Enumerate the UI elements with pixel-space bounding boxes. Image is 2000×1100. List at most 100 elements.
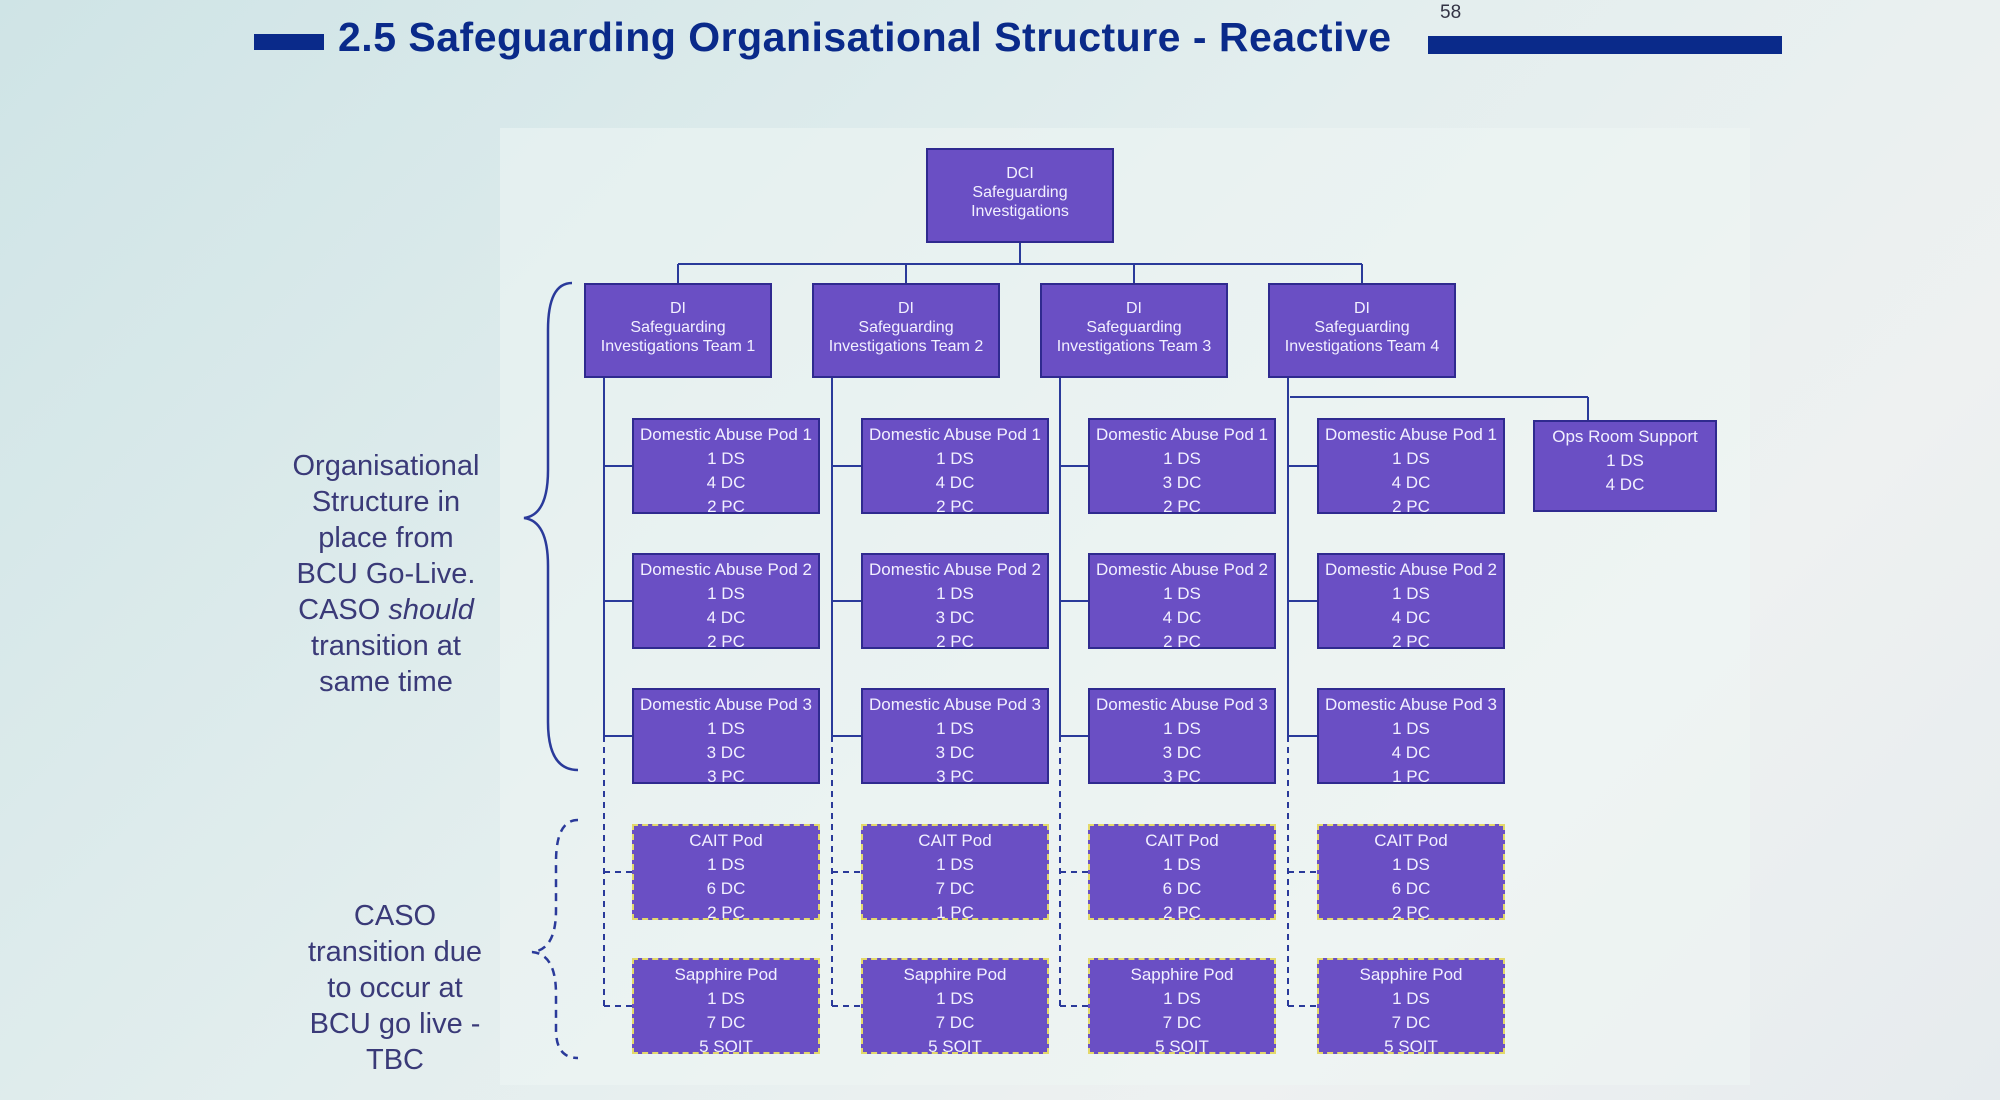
team4-pod-3-line-2: 1 DS [1392,719,1430,738]
label-caso-transition: CASO transition due to occur at BCU go l… [280,898,510,1078]
team4-pod-5-line-2: 1 DS [1392,989,1430,1008]
team2-pod-4-line-3: 7 DC [935,879,975,898]
team2-pod-1: Domestic Abuse Pod 1 1 DS 4 DC 2 PC [861,418,1049,516]
team2-pod-2-line-3: 3 DC [935,608,975,627]
team4-pod-1-line-1: Domestic Abuse Pod 1 [1325,425,1497,444]
label-current-structure: Organisational Structure in place from B… [262,448,510,700]
team4-pod-4-line-3: 6 DC [1391,879,1431,898]
label-future-line-4: BCU go live - [309,1008,481,1040]
team1-pod-4-line-2: 1 DS [707,855,745,874]
label-current-line-1: Organisational [292,450,480,482]
label-current-line-3: place from [318,522,454,554]
team3-pod-5-line-2: 1 DS [1163,989,1201,1008]
team4-pod-1: Domestic Abuse Pod 1 1 DS 4 DC 2 PC [1317,418,1505,516]
team4-pod-4-line-2: 1 DS [1392,855,1430,874]
label-future-line-3: to occur at [327,972,463,1004]
dci-box-line-1: DCI [1006,165,1034,182]
team1-pod-5-line-3: 7 DC [706,1013,746,1032]
team3-pod-2-line-3: 4 DC [1162,608,1202,627]
label-current-line-2: Structure in [311,486,461,518]
team1-pod-4-line-4: 2 PC [707,903,745,922]
team3-pod-5-line-4: 5 SOIT [1155,1037,1209,1056]
label-future-line-1: CASO [353,900,437,932]
team3-pod-4-line-1: CAIT Pod [1145,831,1219,850]
brace-future [531,818,579,1060]
team3-pod-4-line-2: 1 DS [1163,855,1201,874]
team3-pod-4-line-4: 2 PC [1163,903,1201,922]
team3-pod-1-line-1: Domestic Abuse Pod 1 [1096,425,1268,444]
team4-pod-3-line-1: Domestic Abuse Pod 3 [1325,695,1497,714]
team2-pod-1-line-4: 2 PC [936,497,974,516]
team2-pod-5-line-3: 7 DC [935,1013,975,1032]
team1-pod-1-line-4: 2 PC [707,497,745,516]
team1-pod-1-line-2: 1 DS [707,449,745,468]
team3-pod-2-line-1: Domestic Abuse Pod 2 [1096,560,1268,579]
team2-pod-1-line-2: 1 DS [936,449,974,468]
team3-pod-1-line-2: 1 DS [1163,449,1201,468]
team2-pod-5-line-4: 5 SOIT [928,1037,982,1056]
team3-pod-4: CAIT Pod 1 DS 6 DC 2 PC [1088,824,1276,922]
label-future-line-2: transition due [307,936,483,968]
team-box-4-line-2: Safeguarding [1314,319,1410,336]
team2-pod-5-line-1: Sapphire Pod [903,965,1007,984]
team-box-4-line-1: DI [1354,300,1370,317]
team1-pod-5-line-2: 1 DS [707,989,745,1008]
team4-pod-1-line-3: 4 DC [1391,473,1431,492]
team2-pod-4-line-1: CAIT Pod [918,831,992,850]
team1-pod-1-line-3: 4 DC [706,473,746,492]
team-box-2-line-2: Safeguarding [858,319,954,336]
team1-pod-3-line-4: 3 PC [707,767,745,786]
team-box-3-line-1: DI [1126,300,1142,317]
team1-pod-3-line-1: Domestic Abuse Pod 3 [640,695,812,714]
team1-pod-1-line-1: Domestic Abuse Pod 1 [640,425,812,444]
team4-pod-1-line-2: 1 DS [1392,449,1430,468]
team2-pod-1-line-1: Domestic Abuse Pod 1 [869,425,1041,444]
team-box-4-line-3: Investigations Team 4 [1284,338,1440,355]
team-box-1-line-1: DI [670,300,686,317]
team1-pod-5-line-1: Sapphire Pod [674,965,778,984]
team3-pod-3-line-2: 1 DS [1163,719,1201,738]
team1-pod-2-line-3: 4 DC [706,608,746,627]
team2-pod-1-line-3: 4 DC [935,473,975,492]
dci-box-line-2: Safeguarding [972,184,1068,201]
team3-pod-4-line-3: 6 DC [1162,879,1202,898]
page-number: 58 [1440,2,1462,23]
label-current-line-5: CASO should [298,594,474,626]
team1-pod-3-line-3: 3 DC [706,743,746,762]
team4-pod-1-line-4: 2 PC [1392,497,1430,516]
label-current-line-6: transition at [311,630,461,662]
team1-pod-5-line-4: 5 SOIT [699,1037,753,1056]
label-current-line-4: BCU Go-Live. [296,558,476,590]
team2-pod-3-line-2: 1 DS [936,719,974,738]
team1-pod-1: Domestic Abuse Pod 1 1 DS 4 DC 2 PC [632,418,820,516]
team3-pod-3-line-3: 3 DC [1162,743,1202,762]
team3-pod-1-line-3: 3 DC [1162,473,1202,492]
team1-pod-4-line-1: CAIT Pod [689,831,763,850]
team4-pod-5-line-1: Sapphire Pod [1359,965,1463,984]
team2-pod-4-line-2: 1 DS [936,855,974,874]
team-box-2-line-3: Investigations Team 2 [828,338,984,355]
team1-pod-2-line-1: Domestic Abuse Pod 2 [640,560,812,579]
team2-pod-2-line-1: Domestic Abuse Pod 2 [869,560,1041,579]
team-box-3-line-3: Investigations Team 3 [1056,338,1212,355]
team1-pod-3-line-2: 1 DS [707,719,745,738]
team1-pod-2-line-4: 2 PC [707,632,745,651]
title-accent-right [1428,36,1782,54]
team4-pod-5-line-3: 7 DC [1391,1013,1431,1032]
team-box-3-line-2: Safeguarding [1086,319,1182,336]
team1-pod-5: Sapphire Pod 1 DS 7 DC 5 SOIT [632,958,820,1056]
